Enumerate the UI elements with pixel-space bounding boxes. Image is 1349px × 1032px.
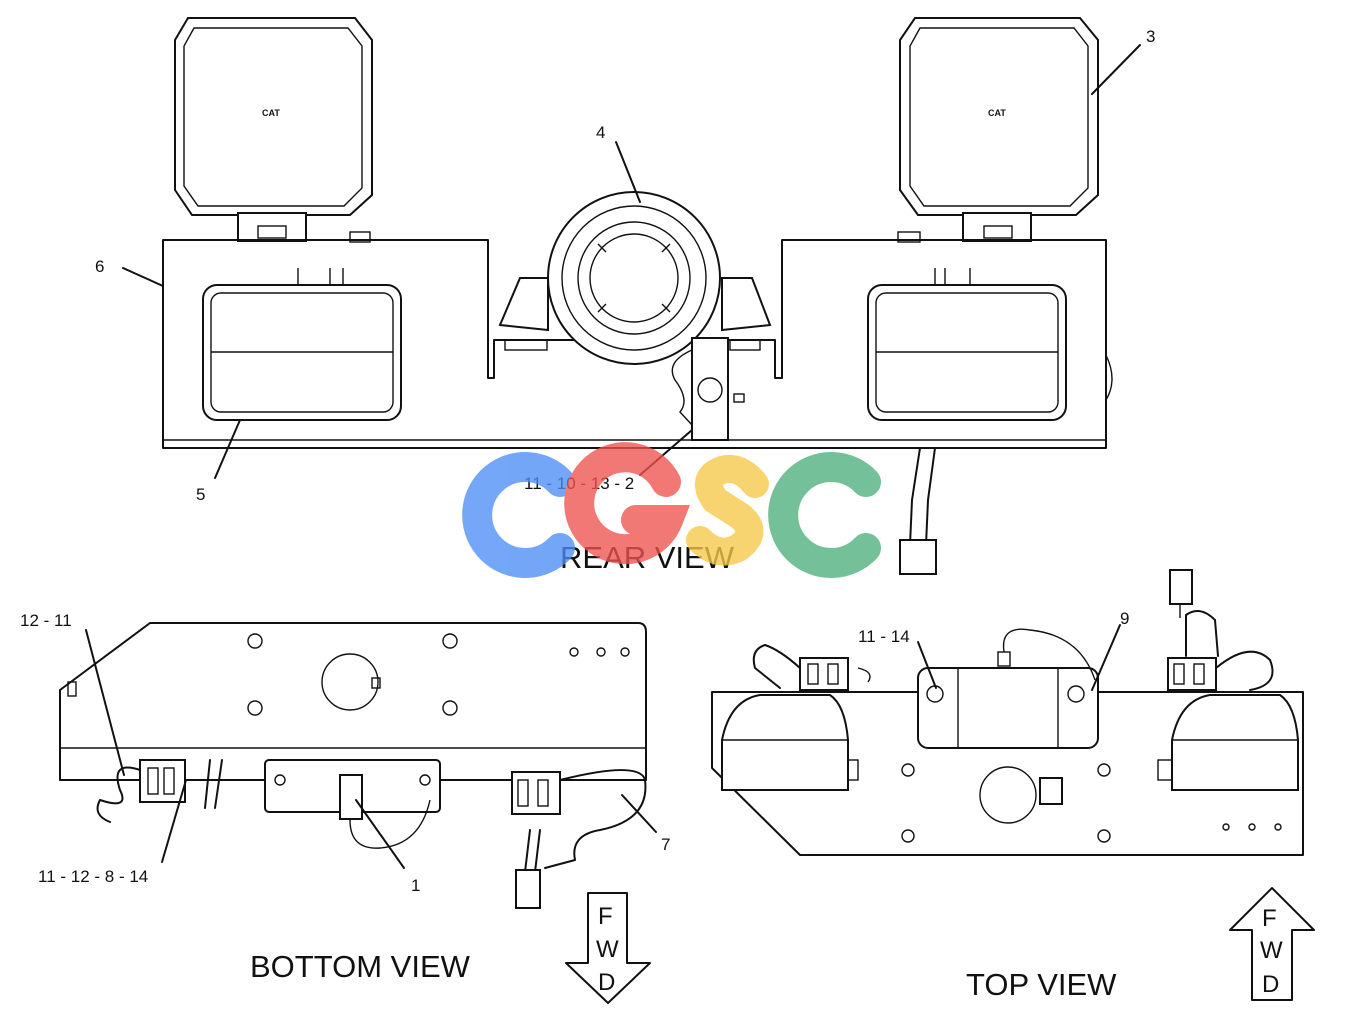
watermark-letter-3: [686, 455, 769, 566]
bottom-fwd-letter-w: W: [596, 936, 619, 963]
top-right-connector: [1167, 569, 1274, 691]
callout-3: 3: [1146, 27, 1155, 46]
top-view-title: TOP VIEW: [966, 967, 1117, 1002]
bottom-left-connector: [96, 759, 223, 823]
top-fwd-letter-f: F: [1262, 905, 1277, 932]
bottom-fwd-letter-f: F: [598, 903, 613, 930]
bottom-fwd-arrow: F W D: [565, 892, 651, 1004]
bottom-center-connector: [339, 774, 431, 849]
rear-right-lamp-housing: [867, 268, 1067, 421]
top-fwd-letter-d: D: [1262, 971, 1279, 998]
rear-right-worklight: CAT: [899, 17, 1099, 242]
callout-7: 7: [661, 835, 670, 854]
bottom-right-connector: [511, 769, 647, 909]
callout-top-group: 11 - 14: [858, 627, 910, 646]
rear-beacon: [498, 191, 772, 365]
cgsc-watermark: [462, 442, 881, 578]
rear-view: CAT CAT: [95, 17, 1155, 575]
rear-bracket-outline: [162, 239, 1107, 449]
bottom-plate-outline: [59, 622, 647, 781]
rear-center-mount: [671, 337, 745, 441]
top-right-lamp: [1157, 694, 1299, 791]
top-fwd-arrow: F W D: [1229, 887, 1315, 1001]
watermark-letter-2: [564, 442, 691, 565]
top-left-connector: [752, 644, 871, 691]
bottom-view: 12 - 11 11 - 12 - 8 - 14 1 7 BOTTOM VIEW…: [20, 611, 670, 1004]
callout-bottom-left-top: 12 - 11: [20, 611, 72, 630]
bottom-fwd-letter-d: D: [598, 969, 615, 996]
bottom-view-title: BOTTOM VIEW: [250, 949, 471, 984]
callout-5: 5: [196, 485, 205, 504]
watermark-letter-4: [768, 452, 881, 578]
top-plate-outline: [711, 691, 1304, 856]
top-fwd-letter-w: W: [1260, 937, 1283, 964]
callout-4: 4: [596, 123, 605, 142]
top-left-lamp: [721, 694, 859, 791]
watermark-letter-1: [462, 452, 575, 578]
rear-cable-plug: [899, 447, 937, 575]
callout-bottom-left-bottom: 11 - 12 - 8 - 14: [38, 867, 148, 886]
top-beacon-housing: [917, 628, 1099, 749]
callout-1: 1: [411, 876, 420, 895]
rear-left-lamp-housing: [202, 268, 402, 421]
callout-9: 9: [1120, 609, 1129, 628]
top-view: 11 - 14 9 TOP VIEW F W D: [711, 569, 1315, 1002]
rear-right-lamp-brand: CAT: [988, 108, 1006, 118]
rear-left-worklight: CAT: [174, 17, 373, 242]
rear-left-lamp-brand: CAT: [262, 108, 280, 118]
callout-6: 6: [95, 257, 104, 276]
